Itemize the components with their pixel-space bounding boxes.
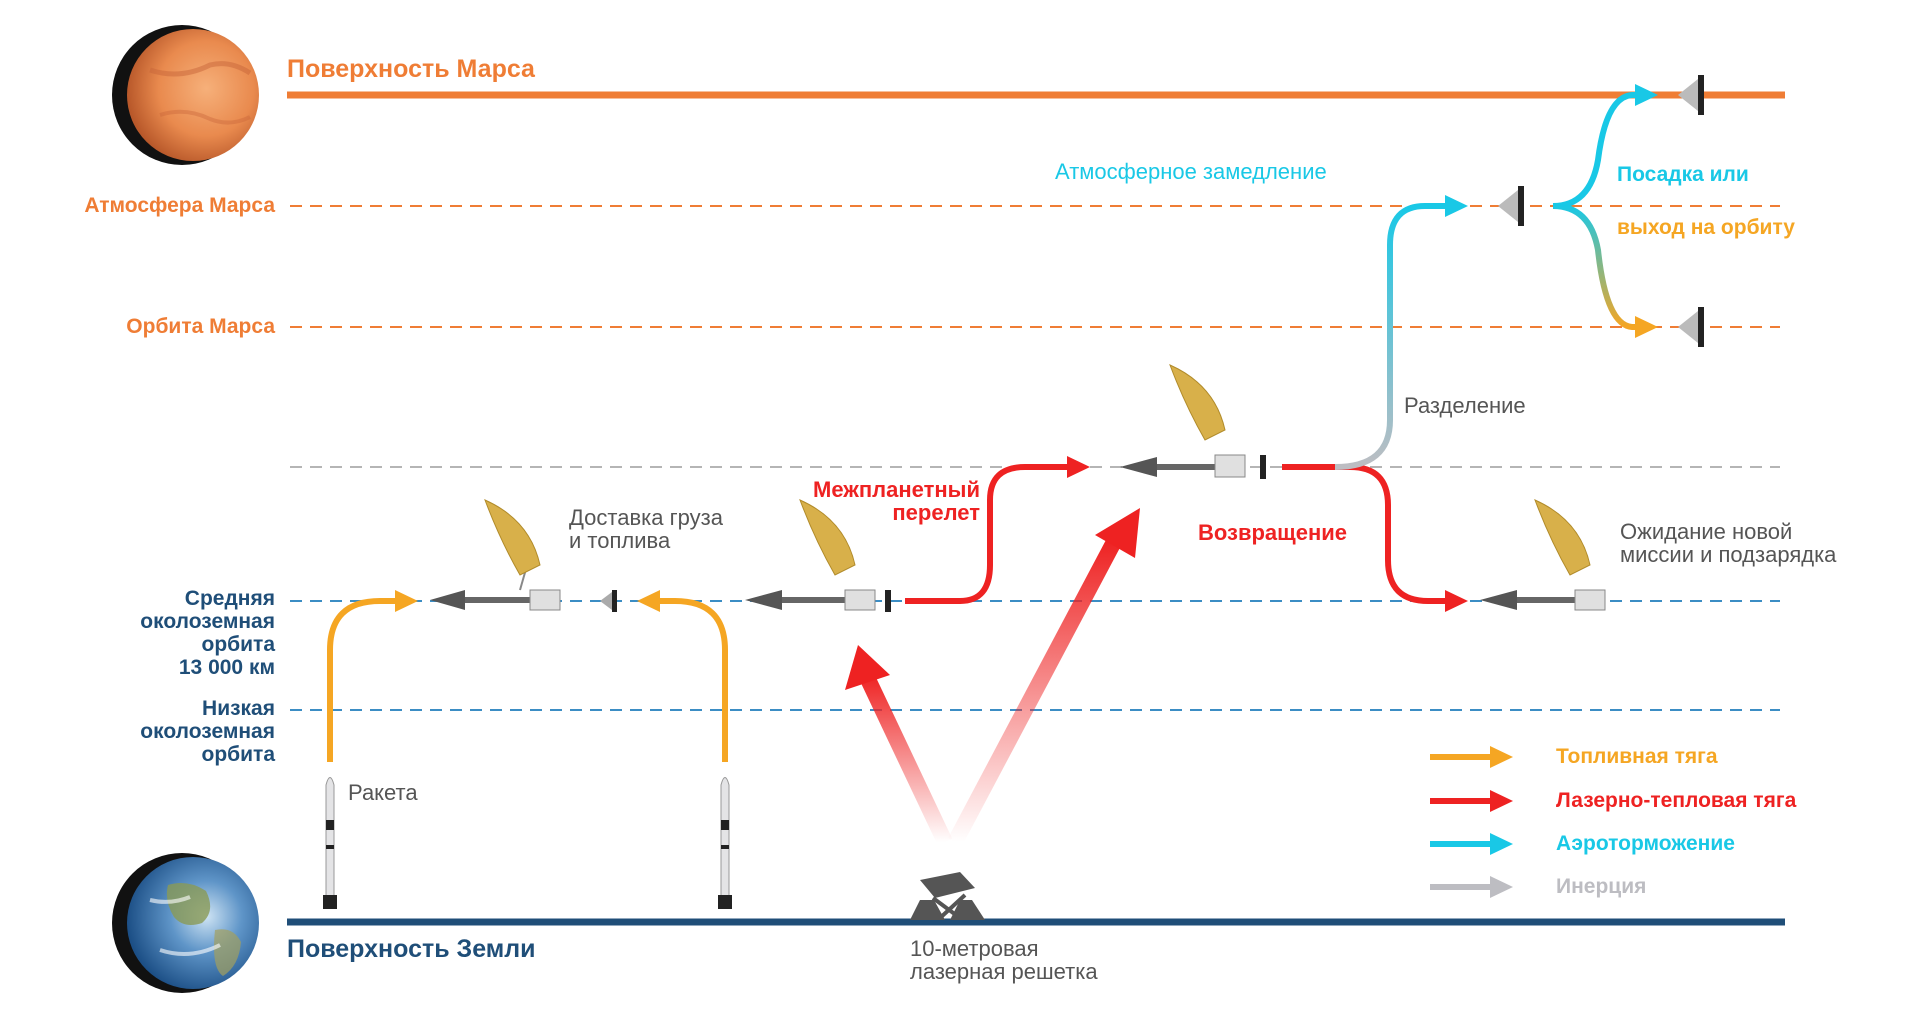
- legend-fuel-label: Топливная тяга: [1556, 745, 1718, 768]
- mars-globe: [112, 25, 259, 165]
- meo-label-line: околоземная: [140, 610, 275, 633]
- leo-label: Низкая околоземная орбита: [140, 697, 275, 766]
- leo-label-line: орбита: [201, 743, 276, 766]
- laser-array-icon: [910, 872, 985, 920]
- laser-transfer-arrow: [905, 456, 1090, 604]
- orbit-insertion-arrow: [1552, 203, 1658, 338]
- landing-arrow: [1552, 84, 1658, 209]
- aerobraking-label: Атмосферное замедление: [1055, 159, 1327, 184]
- spacecraft-waiting: [1480, 499, 1606, 611]
- spacecraft-transfer: [1120, 364, 1266, 479]
- laser-array-label: 10-метровая лазерная решетка: [910, 937, 1098, 983]
- return-arrow: [1282, 464, 1468, 612]
- meo-label-line: орбита: [201, 633, 276, 656]
- legend-aero-arrow: [1430, 833, 1513, 855]
- rocket-left: [323, 777, 337, 909]
- meo-label-line: 13 000 км: [178, 656, 275, 679]
- fuel-arrow-left: [327, 590, 418, 762]
- cargo-label: Доставка груза и топлива: [569, 506, 723, 552]
- return-label: Возвращение: [1198, 520, 1348, 545]
- capsule-small: [600, 590, 617, 612]
- capsule-surface: [1678, 75, 1704, 115]
- separation-label: Разделение: [1404, 393, 1526, 418]
- mars-atmosphere-label: Атмосфера Марса: [84, 194, 275, 217]
- leo-label-line: околоземная: [140, 720, 275, 743]
- waiting-label: Ожидание новой миссии и подзарядка: [1620, 520, 1836, 566]
- mars-orbit-label: Орбита Марса: [126, 315, 275, 338]
- transfer-label-line: перелет: [892, 500, 980, 525]
- rocket-label: Ракета: [348, 780, 418, 805]
- legend-inertia-label: Инерция: [1556, 875, 1647, 898]
- laser-beam-right: [947, 508, 1140, 846]
- spacecraft-meo: [745, 499, 891, 612]
- capsule-orbit: [1678, 307, 1704, 347]
- landing-label-line-2: выход на орбиту: [1617, 216, 1795, 239]
- mars-surface-label: Поверхность Марса: [287, 55, 535, 83]
- capsule-atmosphere: [1498, 186, 1524, 226]
- spacecraft-cargo: [430, 499, 561, 611]
- transfer-label: Межпланетный перелет: [790, 478, 980, 524]
- rocket-right: [718, 777, 732, 909]
- meo-label: Средняя околоземная орбита 13 000 км: [140, 587, 275, 679]
- legend-laser-arrow: [1430, 790, 1513, 812]
- fuel-arrow-right: [637, 590, 728, 762]
- cargo-label-line: Доставка груза: [569, 505, 723, 530]
- leo-label-line: Низкая: [202, 697, 275, 720]
- legend-inertia-arrow: [1430, 876, 1513, 898]
- earth-globe: [112, 853, 259, 993]
- separation-arrow: [1334, 195, 1468, 470]
- landing-label-line-1: Посадка или: [1617, 163, 1749, 186]
- laser-array-label-line: лазерная решетка: [910, 959, 1098, 984]
- cargo-label-line: и топлива: [569, 528, 671, 553]
- legend-fuel-arrow: [1430, 746, 1513, 768]
- laser-array-label-line: 10-метровая: [910, 936, 1039, 961]
- laser-beam-left: [845, 645, 953, 846]
- legend-laser-label: Лазерно-тепловая тяга: [1556, 789, 1797, 812]
- earth-surface-label: Поверхность Земли: [287, 935, 536, 963]
- transfer-label-line: Межпланетный: [813, 477, 980, 502]
- meo-label-line: Средняя: [184, 587, 275, 610]
- waiting-label-line: Ожидание новой: [1620, 519, 1793, 544]
- waiting-label-line: миссии и подзарядка: [1620, 542, 1837, 567]
- legend-aero-label: Аэроторможение: [1556, 832, 1735, 855]
